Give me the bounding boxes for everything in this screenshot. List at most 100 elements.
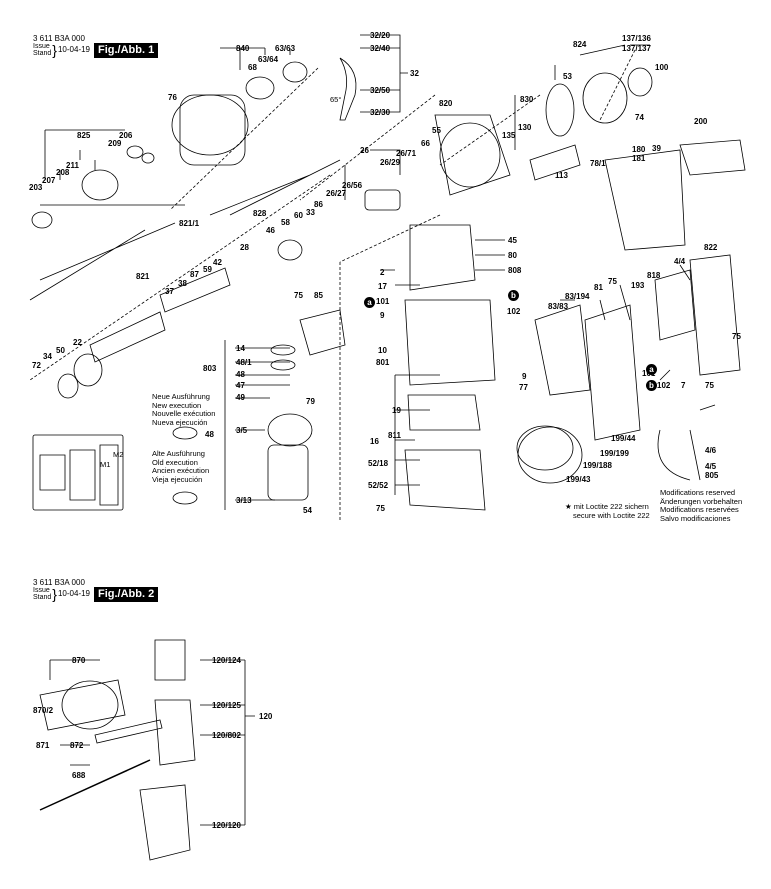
- part-label: 137/137: [622, 44, 651, 53]
- part-label: 38: [178, 279, 187, 288]
- part-label: 840: [236, 44, 250, 53]
- part-label: 206: [119, 131, 133, 140]
- part-label: 209: [108, 139, 122, 148]
- part-label: 26: [360, 146, 369, 155]
- part-label: 821/1: [179, 219, 200, 228]
- part-label: 55: [432, 126, 441, 135]
- part-label: 63/63: [275, 44, 296, 53]
- part-label: 4/5: [705, 462, 717, 471]
- part-label: 130: [518, 123, 532, 132]
- part-label: 58: [281, 218, 290, 227]
- part-label: 872: [70, 741, 84, 750]
- part-label: 120/124: [212, 656, 241, 665]
- part-label: 9: [522, 372, 527, 381]
- part-label: 28: [240, 243, 249, 252]
- part-label: 4/4: [674, 257, 686, 266]
- part-label: 3/13: [236, 496, 252, 505]
- part-label: 63/64: [258, 55, 279, 64]
- model-number: 3 611 B3A 000: [33, 578, 85, 587]
- part-label: 86: [314, 200, 323, 209]
- part-label: 193: [631, 281, 645, 290]
- part-label: 59: [203, 265, 212, 274]
- part-label: 211: [66, 161, 79, 170]
- schematic-label-m1: M1: [100, 460, 111, 469]
- part-label: 871: [36, 741, 50, 750]
- part-label: 26/56: [342, 181, 363, 190]
- part-label: 805: [705, 471, 719, 480]
- part-label: 135: [502, 131, 516, 140]
- part-label: 75: [732, 332, 741, 341]
- part-label: 818: [647, 271, 661, 280]
- part-label: 811: [388, 431, 401, 440]
- part-label: 83/194: [565, 292, 590, 301]
- part-label: 19: [392, 406, 401, 415]
- schematic-label-m2: M2: [113, 450, 124, 459]
- modifications-note: Modifications reserved Änderungen vorbeh…: [660, 488, 743, 523]
- part-label: 200: [694, 117, 708, 126]
- part-label: 821: [136, 272, 150, 281]
- part-label: 32/30: [370, 108, 391, 117]
- part-label: 688: [72, 771, 86, 780]
- part-label: 803: [203, 364, 217, 373]
- marker-b: b: [508, 290, 519, 301]
- legend-new-execution: Neue Ausführung New execution Nouvelle e…: [152, 392, 216, 427]
- part-label: 48/1: [236, 358, 252, 367]
- part-label: 100: [655, 63, 669, 72]
- part-label: 33: [306, 208, 315, 217]
- angle-label: 65°: [330, 95, 342, 104]
- part-label: 870/2: [33, 706, 54, 715]
- part-label: 52/52: [368, 481, 389, 490]
- figure-badge-1: Fig./Abb. 1: [94, 43, 159, 58]
- part-label: 3/5: [236, 426, 248, 435]
- part-label: 53: [563, 72, 572, 81]
- part-label: 870: [72, 656, 86, 665]
- part-label: 26/71: [396, 149, 417, 158]
- part-label: 80: [508, 251, 517, 260]
- part-label: 822: [704, 243, 718, 252]
- part-label: 32/50: [370, 86, 391, 95]
- part-label: 801: [376, 358, 390, 367]
- part-label: 75: [705, 381, 714, 390]
- part-label: 17: [378, 282, 387, 291]
- part-label: 83/83: [548, 302, 569, 311]
- part-label: 820: [439, 99, 453, 108]
- part-label: 120/120: [212, 821, 241, 830]
- marker-a: a: [646, 364, 657, 375]
- part-label: 32: [410, 69, 419, 78]
- part-label: 120/125: [212, 701, 241, 710]
- part-label: 4/6: [705, 446, 717, 455]
- part-label: 10: [378, 346, 387, 355]
- part-label: 79: [306, 397, 315, 406]
- part-label: 26/27: [326, 189, 347, 198]
- legend-old-execution: Alte Ausführung Old execution Ancien exé…: [152, 449, 210, 484]
- part-label: 54: [303, 506, 312, 515]
- part-label: 102: [657, 381, 671, 390]
- part-label: 78/1: [590, 159, 606, 168]
- part-label: 2: [380, 268, 385, 277]
- part-label: 72: [32, 361, 41, 370]
- part-label: 75: [608, 277, 617, 286]
- part-label: 46: [266, 226, 275, 235]
- part-label: 47: [236, 381, 245, 390]
- part-label: 32/40: [370, 44, 391, 53]
- part-label: 199/188: [583, 461, 612, 470]
- part-label: 34: [43, 352, 52, 361]
- part-label: 60: [294, 211, 303, 220]
- part-label: 120/802: [212, 731, 241, 740]
- marker-b: b: [646, 380, 657, 391]
- part-label: 9: [380, 311, 385, 320]
- part-label: 37: [165, 287, 174, 296]
- part-label: 203: [29, 183, 43, 192]
- part-label: 75: [376, 504, 385, 513]
- part-label: 181: [632, 154, 646, 163]
- part-label: 66: [421, 139, 430, 148]
- part-label: 48: [236, 370, 245, 379]
- part-label: 26/29: [380, 158, 401, 167]
- part-label: 180: [632, 145, 646, 154]
- part-label: 824: [573, 40, 587, 49]
- part-label: 49: [236, 393, 245, 402]
